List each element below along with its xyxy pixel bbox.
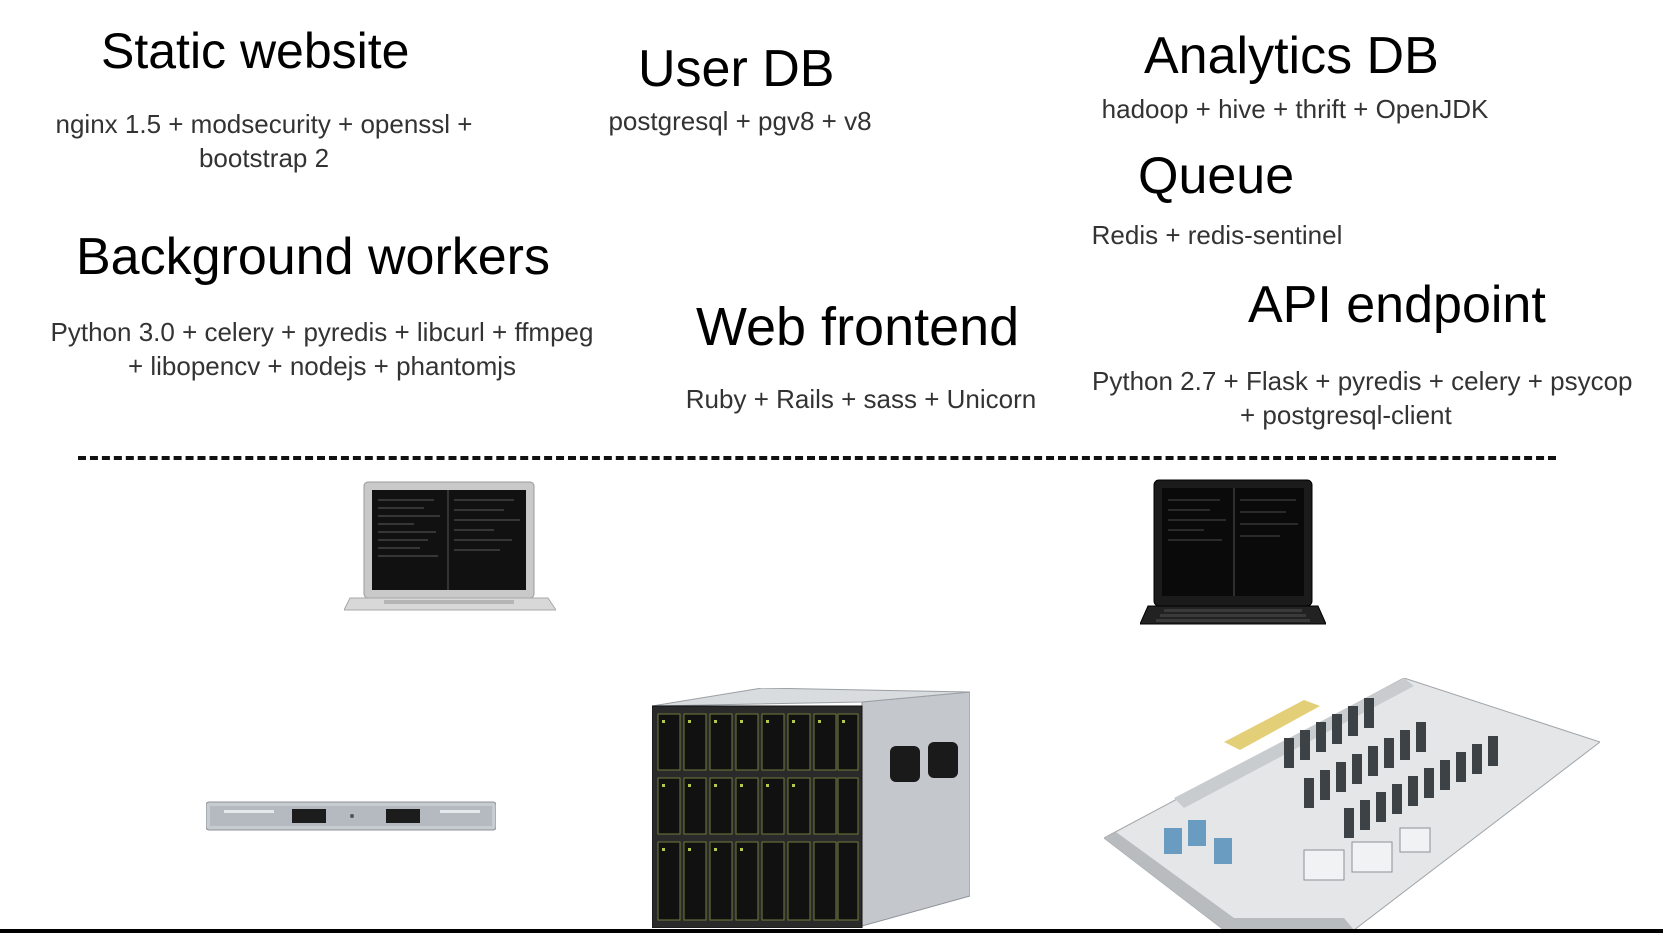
bottom-bar	[0, 929, 1663, 933]
blade-chassis-icon	[652, 688, 970, 928]
background-workers-stack-line2: + libopencv + nodejs + phantomjs	[127, 351, 517, 381]
queue-title: Queue	[1138, 147, 1295, 205]
background-workers-title: Background workers	[76, 228, 550, 286]
api-endpoint-stack-line2: + postgresql-client	[1240, 400, 1452, 430]
laptop-black-icon	[1140, 479, 1326, 625]
background-workers-stack-line1: Python 3.0 + celery + pyredis + libcurl …	[50, 317, 594, 347]
web-frontend-stack: Ruby + Rails + sass + Unicorn	[685, 384, 1037, 414]
analytics-db-title: Analytics DB	[1144, 27, 1439, 85]
dashed-divider	[78, 456, 1556, 460]
static-website-stack-line1: nginx 1.5 + modsecurity + openssl +	[55, 109, 473, 139]
user-db-stack: postgresql + pgv8 + v8	[608, 106, 872, 136]
static-website-stack-line2: bootstrap 2	[198, 143, 330, 173]
user-db-title: User DB	[638, 40, 835, 98]
api-endpoint-title: API endpoint	[1248, 276, 1546, 334]
datacenter-icon	[1104, 678, 1600, 930]
api-endpoint-stack-line1: Python 2.7 + Flask + pyredis + celery + …	[1092, 366, 1633, 396]
web-frontend-title: Web frontend	[696, 297, 1020, 357]
static-website-title: Static website	[101, 23, 410, 79]
rack-server-icon	[206, 801, 496, 831]
analytics-db-stack: hadoop + hive + thrift + OpenJDK	[1101, 94, 1489, 124]
laptop-silver-icon	[344, 481, 556, 611]
queue-stack: Redis + redis-sentinel	[1091, 220, 1343, 250]
